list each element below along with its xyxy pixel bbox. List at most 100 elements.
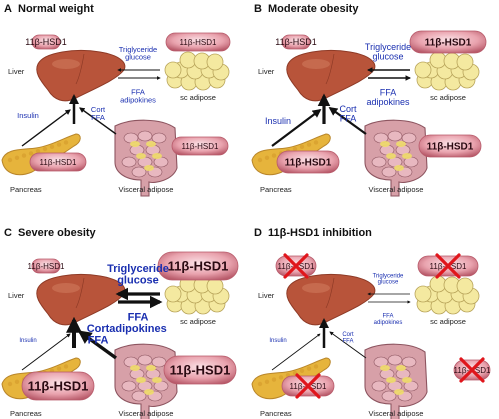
- adipose-hsd1-pill: 11β-HSD1: [165, 32, 231, 52]
- visceral-adipose-intestine-icon: [364, 119, 428, 197]
- panel-letter: D: [254, 227, 262, 239]
- visceral-label: Visceral adipose: [369, 185, 424, 194]
- insulin-label: Insulin: [17, 111, 39, 120]
- arrow-visceral-to-liver: [79, 107, 117, 135]
- arrow-visceral-to-liver: [329, 331, 367, 359]
- arrow-visceral-to-liver: [77, 330, 117, 360]
- adipose-hsd1-pill: 11β-HSD1: [157, 251, 239, 281]
- flux-to-liver-line1: Triglyceride: [373, 273, 404, 279]
- hsd1-label: 11β-HSD1: [182, 142, 219, 151]
- liver-icon: [286, 274, 376, 326]
- cort-ffa-label: FFA: [342, 338, 353, 344]
- flux-from-liver-line1: FFA: [131, 88, 145, 97]
- arrow-visceral-to-liver: [328, 106, 367, 135]
- hsd1-label: 11β-HSD1: [275, 37, 317, 47]
- cort-ffa-label: FFA: [91, 113, 105, 122]
- adipose-label: sc adipose: [430, 93, 466, 102]
- adipose-label: sc adipose: [430, 317, 466, 326]
- panel-letter: C: [4, 227, 12, 239]
- flux-from-liver-line1: FFA: [128, 312, 149, 324]
- flux-from-liver-line2: adipokines: [374, 320, 403, 326]
- hsd1-label: 11β-HSD1: [180, 38, 217, 47]
- liver-label: Liver: [258, 291, 275, 300]
- liver-icon: [36, 50, 126, 102]
- pancreas-hsd1-pill: 11β-HSD1: [21, 371, 95, 401]
- hsd1-label: 11β-HSD1: [285, 158, 332, 169]
- visceral-adipose-intestine-icon: [114, 119, 178, 197]
- panel-b: B Moderate obesity 11β-HSD1 11β-HSD1 11β-HSD…: [251, 3, 487, 197]
- flux-from-liver-line2: adipokines: [120, 95, 156, 104]
- inhibition-x-icon: [435, 253, 461, 279]
- panel-title: Moderate obesity: [268, 3, 359, 15]
- liver-label: Liver: [8, 291, 25, 300]
- visceral-adipose-intestine-icon: [114, 343, 178, 419]
- visceral-label: Visceral adipose: [119, 409, 174, 418]
- panel-title: Normal weight: [18, 3, 94, 15]
- flux-to-liver-line1: Triglyceride: [107, 263, 169, 275]
- visceral-label: Visceral adipose: [119, 185, 174, 194]
- liver-hsd1-pill: 11β-HSD1: [28, 258, 65, 274]
- liver-label: Liver: [258, 67, 275, 76]
- flux-to-liver-line2: glucose: [372, 52, 403, 62]
- pancreas-hsd1-pill: 11β-HSD1: [281, 373, 335, 399]
- visceral-label: Visceral adipose: [369, 409, 424, 418]
- pancreas-hsd1-pill: 11β-HSD1: [29, 152, 87, 172]
- pancreas-label: Pancreas: [260, 185, 292, 194]
- cort-label: Cort: [339, 104, 357, 114]
- flux-from-liver-line2: adipokines: [109, 323, 166, 335]
- adipose-hsd1-pill: 11β-HSD1: [417, 253, 479, 279]
- adipose-hsd1-pill: 11β-HSD1: [409, 30, 487, 54]
- insulin-label: Insulin: [265, 116, 291, 126]
- pancreas-label: Pancreas: [10, 185, 42, 194]
- arrow-pancreas-to-liver: [271, 333, 321, 371]
- arrow-pancreas-to-liver: [21, 109, 71, 147]
- cort-ffa-label: FFA: [340, 113, 357, 123]
- visceral-hsd1-pill: 11β-HSD1: [418, 134, 482, 158]
- inhibition-x-icon: [283, 253, 309, 279]
- flux-from-liver-line1: FFA: [380, 87, 397, 97]
- visceral-hsd1-pill: 11β-HSD1: [163, 355, 237, 385]
- flux-to-liver-line1: Triglyceride: [119, 45, 157, 54]
- visceral-hsd1-pill: 11β-HSD1: [171, 136, 229, 156]
- liver-icon: [286, 50, 376, 102]
- hsd1-label: 11β-HSD1: [427, 142, 474, 153]
- insulin-label: Insulin: [269, 338, 286, 344]
- flux-to-liver-line2: glucose: [125, 53, 151, 62]
- hsd1-label: 11β-HSD1: [168, 259, 229, 274]
- hsd1-label: 11β-HSD1: [170, 363, 231, 378]
- panel-letter: B: [254, 3, 262, 15]
- liver-icon: [36, 274, 126, 326]
- pancreas-label: Pancreas: [10, 409, 42, 418]
- sc-adipose-icon: [164, 275, 230, 315]
- adipose-label: sc adipose: [180, 317, 216, 326]
- sc-adipose-icon: [414, 51, 480, 91]
- visceral-adipose-intestine-icon: [364, 343, 428, 419]
- hsd1-label: 11β-HSD1: [28, 379, 89, 394]
- liver-hsd1-pill: 11β-HSD1: [275, 34, 317, 50]
- arrow-pancreas-to-liver: [21, 333, 71, 371]
- cort-label: Cort: [91, 105, 106, 114]
- panel-c: C Severe obesity 11β-HSD1 11β-HSD1 11β-HSD1 1…: [1, 227, 239, 419]
- flux-from-liver-line2: adipokines: [366, 97, 410, 107]
- visceral-hsd1-pill: 11β-HSD1: [454, 357, 491, 383]
- panel-title: Severe obesity: [18, 227, 97, 239]
- insulin-label: Insulin: [19, 338, 36, 344]
- inhibition-x-icon: [459, 357, 485, 383]
- liver-hsd1-pill: 11β-HSD1: [25, 34, 67, 50]
- panel-d: D 11β-HSD1 inhibition 11β-HSD1 11β-HSD1 11β-…: [251, 227, 491, 419]
- liver-hsd1-pill: 11β-HSD1: [275, 253, 317, 279]
- cort-label: Cort: [87, 323, 110, 335]
- arrow-pancreas-to-liver: [271, 108, 322, 147]
- hsd1-label: 11β-HSD1: [425, 38, 472, 49]
- hsd1-label: 11β-HSD1: [28, 262, 65, 271]
- adipose-label: sc adipose: [180, 93, 216, 102]
- panel-title: 11β-HSD1 inhibition: [268, 227, 372, 239]
- liver-label: Liver: [8, 67, 25, 76]
- sc-adipose-icon: [164, 51, 230, 91]
- hsd1-label: 11β-HSD1: [40, 158, 77, 167]
- cort-label: Cort: [342, 332, 354, 338]
- flux-to-liver-line1: Triglyceride: [365, 42, 411, 52]
- flux-to-liver-line2: glucose: [117, 274, 159, 286]
